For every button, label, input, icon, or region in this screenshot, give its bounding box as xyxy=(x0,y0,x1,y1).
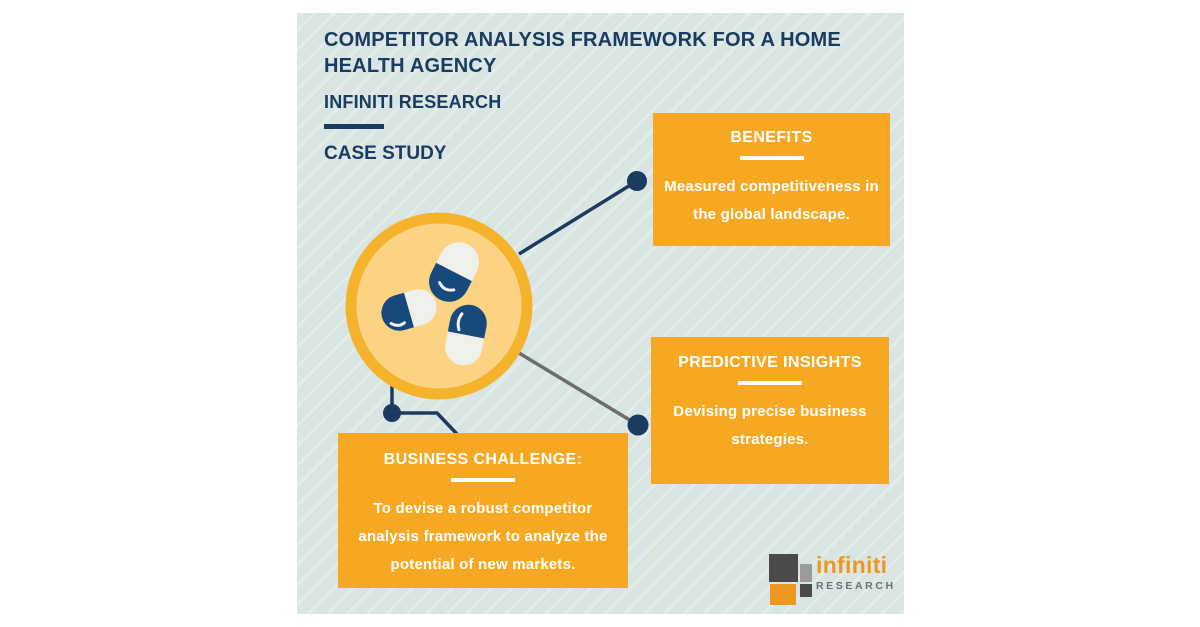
callout-challenge-body: To devise a robust competitor analysis f… xyxy=(358,500,608,573)
pill-capsule-top xyxy=(429,242,479,302)
connector-line-predictive xyxy=(518,351,639,427)
logo-block-orange xyxy=(770,584,796,605)
connector-dot-challenge xyxy=(383,404,401,422)
callout-benefits-title: BENEFITS xyxy=(730,129,813,146)
connector-dot-benefits xyxy=(627,171,647,191)
case-study-label: CASE STUDY xyxy=(324,143,447,164)
callout-business-challenge: BUSINESS CHALLENGE: To devise a robust c… xyxy=(338,433,628,588)
callout-benefits: BENEFITS Measured competitiveness in the… xyxy=(653,113,890,246)
logo-text: infiniti RESEARCH xyxy=(816,552,896,593)
logo-block-dark xyxy=(769,554,798,582)
infographic-panel: COMPETITOR ANALYSIS FRAMEWORK FOR A HOME… xyxy=(297,13,904,614)
pill-capsule-right xyxy=(445,304,487,366)
connector-line-challenge xyxy=(390,386,459,436)
logo-name: infiniti xyxy=(816,552,888,578)
callout-benefits-body: Measured competitiveness in the global l… xyxy=(664,178,879,223)
callout-predictive-insights: PREDICTIVE INSIGHTS Devising precise bus… xyxy=(651,337,889,484)
pill-circle-background xyxy=(345,212,533,400)
title-divider xyxy=(324,124,384,129)
pill-capsule-left xyxy=(381,289,437,331)
callout-predictive-body: Devising precise business strategies. xyxy=(673,403,867,448)
logo-block-gray xyxy=(800,564,812,582)
page-title: COMPETITOR ANALYSIS FRAMEWORK FOR A HOME… xyxy=(324,29,841,77)
logo-subtitle: RESEARCH xyxy=(816,580,896,592)
connector-line-benefits xyxy=(518,179,638,256)
brand-name: INFINITI RESEARCH xyxy=(324,92,502,112)
callout-predictive-divider xyxy=(738,381,802,385)
callout-challenge-divider xyxy=(451,478,515,482)
pills-icon xyxy=(345,212,533,400)
logo-block-small xyxy=(800,584,812,597)
callout-challenge-title: BUSINESS CHALLENGE: xyxy=(383,451,583,468)
callout-predictive-title: PREDICTIVE INSIGHTS xyxy=(678,354,862,371)
callout-benefits-divider xyxy=(739,156,804,160)
connector-dot-predictive xyxy=(627,414,649,436)
infiniti-research-logo: infiniti RESEARCH xyxy=(769,553,909,617)
infiniti-logo-icon xyxy=(769,553,813,606)
diagram-canvas xyxy=(345,171,649,436)
